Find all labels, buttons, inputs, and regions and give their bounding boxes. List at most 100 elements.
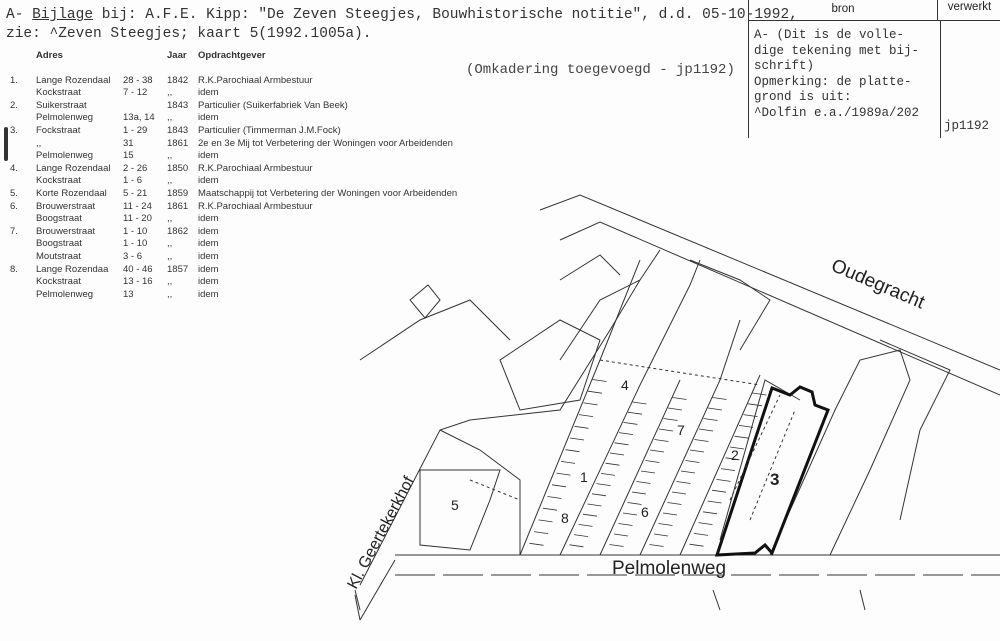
house-divider (583, 402, 598, 406)
house-divider (636, 481, 651, 484)
house-divider (658, 523, 673, 526)
house-divider (729, 446, 745, 450)
block-3-inner-lines (729, 394, 796, 521)
house-divider (694, 439, 709, 442)
row-opdrachtgever: Particulier (Suikerfabriek Van Beek) (198, 99, 348, 111)
block-label-7: 7 (677, 422, 685, 438)
row-huisnummers: 13a, 14 (123, 112, 155, 124)
house-divider (654, 439, 669, 442)
row-huisnummers: 11 - 20 (123, 213, 152, 225)
house-divider (645, 460, 660, 463)
house-divider (653, 533, 669, 537)
house-divider (578, 524, 593, 527)
house-dividers (529, 379, 767, 548)
row-opdrachtgever: idem (198, 175, 219, 187)
header-prefix: A- (6, 7, 33, 23)
house-divider (551, 484, 567, 488)
row-adres: Boogstraat (36, 238, 82, 250)
plot-outlines (354, 194, 1000, 621)
row-huisnummers: 40 - 46 (123, 263, 153, 275)
row-adres: Lange Rozendaal (36, 74, 111, 86)
row-adres: Fockstraat (36, 124, 81, 136)
row-huisnummers: 1 - 29 (123, 124, 148, 136)
row-number: 4. (10, 162, 18, 174)
bron-header: bron (749, 0, 938, 20)
row-huisnummers: 13 - 16 (123, 276, 153, 288)
house-divider (582, 513, 598, 517)
house-divider (685, 460, 700, 463)
row-number: 5. (10, 187, 18, 199)
col-adres: Adres (36, 50, 63, 61)
row-adres: Brouwerstraat (36, 200, 96, 212)
table-header: Adres Jaar Opdrachtgever (10, 50, 528, 63)
row-huisnummers: 31 (123, 137, 134, 149)
row-huisnummers: 13 (123, 288, 134, 300)
house-divider (569, 544, 584, 548)
house-divider (649, 544, 664, 547)
highlighted-block-3-outline (714, 385, 830, 557)
row-huisnummers: 28 - 38 (123, 74, 153, 86)
block-label-5: 5 (451, 497, 459, 513)
house-divider (591, 493, 607, 497)
row-jaar: 1843 (167, 99, 189, 111)
house-divider (698, 428, 714, 432)
row-opdrachtgever: R.K.Parochiaal Armbestuur (198, 200, 313, 212)
row-adres: Moutstraat (36, 250, 81, 262)
row-opdrachtgever: idem (198, 150, 219, 162)
house-divider (627, 411, 643, 415)
verwerkt-text: jp1192 (944, 119, 990, 133)
row-huisnummers: 15 (123, 150, 134, 162)
row-number: 2. (10, 99, 18, 111)
margin-marker (4, 127, 8, 161)
house-divider (712, 397, 727, 400)
row-jaar: ,, (167, 213, 173, 225)
row-adres: Pelmolenweg (36, 112, 94, 124)
row-adres: Pelmolenweg (36, 288, 94, 300)
house-divider (676, 481, 691, 484)
row-jaar: 1861 (167, 200, 189, 212)
house-divider (707, 407, 723, 411)
row-huisnummers: 1 - 10 (123, 225, 148, 237)
house-divider (649, 449, 665, 453)
row-jaar: ,, (167, 238, 173, 250)
block-label-6: 6 (641, 504, 649, 520)
bijlage-label: Bijlage (32, 7, 94, 23)
row-jaar: 1861 (167, 137, 189, 149)
row-jaar: 1859 (167, 187, 189, 199)
block-label-3: 3 (770, 470, 779, 489)
house-divider (623, 422, 638, 425)
house-divider (592, 379, 607, 382)
block-label-2: 2 (731, 447, 739, 463)
row-opdrachtgever: idem (198, 250, 219, 262)
house-divider (614, 442, 629, 446)
house-divider (689, 449, 705, 453)
row-jaar: 1843 (167, 124, 189, 136)
house-divider (632, 401, 647, 405)
house-divider (631, 491, 647, 495)
header-line2: zie: ^Zeven Steegjes; kaart 5(1992.1005a… (6, 26, 372, 42)
house-divider (738, 425, 754, 428)
address-table: Adres Jaar Opdrachtgever 1.Lange Rozenda… (10, 50, 528, 301)
house-divider (542, 507, 558, 511)
row-adres: Korte Rozendaal (36, 187, 107, 199)
house-divider (596, 483, 611, 486)
row-huisnummers: 1 - 10 (123, 238, 148, 250)
house-divider (573, 534, 589, 537)
row-jaar: ,, (167, 250, 173, 262)
row-opdrachtgever: idem (198, 288, 219, 300)
house-divider (609, 544, 624, 547)
house-divider (547, 496, 562, 499)
row-huisnummers: 11 - 24 (123, 200, 152, 212)
street-label-geertekerkhof: Kl. Geertekerkhof (345, 473, 419, 591)
house-divider (618, 523, 633, 526)
block-label-8: 8 (561, 510, 569, 526)
